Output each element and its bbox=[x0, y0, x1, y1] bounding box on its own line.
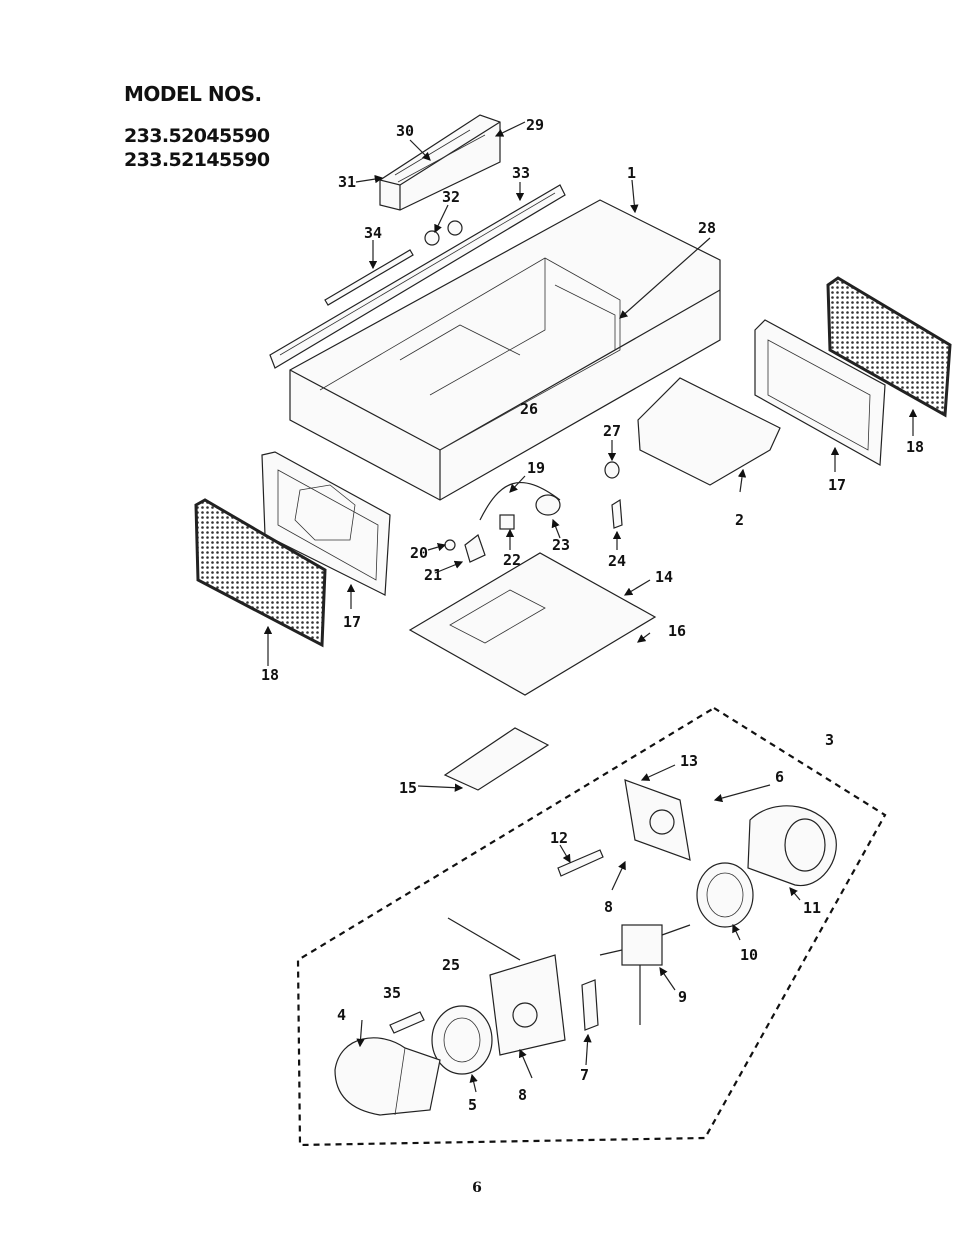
blower-housing-left bbox=[334, 1037, 441, 1116]
callout-17a: 17 bbox=[828, 476, 846, 494]
rod bbox=[447, 917, 521, 961]
filter-mesh-right bbox=[826, 276, 952, 418]
model-title: MODEL NOS. bbox=[124, 82, 262, 106]
model-number-1: 233.52045590 bbox=[124, 125, 270, 147]
callout-17b: 17 bbox=[343, 613, 361, 631]
callout-12: 12 bbox=[550, 829, 568, 847]
callout-30: 30 bbox=[396, 122, 414, 140]
hood-body bbox=[289, 199, 721, 501]
callout-33: 33 bbox=[512, 164, 530, 182]
callout-5: 5 bbox=[468, 1096, 477, 1114]
blower-wheel-right bbox=[696, 862, 754, 928]
callout-32: 32 bbox=[442, 188, 460, 206]
bracket bbox=[557, 849, 604, 877]
callout-14: 14 bbox=[655, 568, 673, 586]
callout-18a: 18 bbox=[906, 438, 924, 456]
callout-34: 34 bbox=[364, 224, 382, 242]
callout-18b: 18 bbox=[261, 666, 279, 684]
callout-35: 35 bbox=[383, 984, 401, 1002]
filter-frame-right bbox=[754, 319, 886, 466]
light-lens bbox=[443, 727, 550, 791]
callout-2: 2 bbox=[735, 511, 744, 529]
model-number-2: 233.52145590 bbox=[124, 149, 270, 171]
callout-25: 25 bbox=[442, 956, 460, 974]
motor bbox=[599, 924, 691, 1025]
callout-23: 23 bbox=[552, 536, 570, 554]
callout-13: 13 bbox=[680, 752, 698, 770]
damper-housing bbox=[379, 114, 501, 211]
callout-21: 21 bbox=[424, 566, 442, 584]
duct-cover bbox=[637, 377, 781, 486]
filler-strip bbox=[389, 1011, 425, 1034]
filter-frame-left bbox=[261, 451, 391, 596]
bottom-panel bbox=[408, 552, 657, 696]
callout-6: 6 bbox=[775, 768, 784, 786]
page-number: 6 bbox=[472, 1180, 482, 1196]
callout-31: 31 bbox=[338, 173, 356, 191]
motor-plate bbox=[624, 779, 691, 861]
electrical-parts bbox=[444, 461, 623, 563]
callout-1: 1 bbox=[627, 164, 636, 182]
callout-16: 16 bbox=[668, 622, 686, 640]
callout-24: 24 bbox=[608, 552, 626, 570]
callout-8a: 8 bbox=[604, 898, 613, 916]
blower-housing-right bbox=[747, 805, 837, 887]
knob-left bbox=[424, 230, 440, 246]
knob-right bbox=[447, 220, 463, 236]
callout-22: 22 bbox=[503, 551, 521, 569]
callout-labels: 1 2 3 4 5 6 7 8 8 9 10 11 12 13 14 15 16… bbox=[261, 116, 924, 1114]
side-bracket bbox=[581, 979, 599, 1031]
callout-27: 27 bbox=[603, 422, 621, 440]
callout-15: 15 bbox=[399, 779, 417, 797]
filter-mesh-left bbox=[194, 498, 327, 648]
callout-19: 19 bbox=[527, 459, 545, 477]
callout-29: 29 bbox=[526, 116, 544, 134]
blower-wheel-left bbox=[431, 1005, 493, 1075]
callout-28: 28 bbox=[698, 219, 716, 237]
callout-11: 11 bbox=[803, 899, 821, 917]
grille-strip bbox=[269, 184, 566, 369]
motor-plate-left bbox=[489, 954, 566, 1056]
trim-strip bbox=[324, 249, 414, 306]
callout-10: 10 bbox=[740, 946, 758, 964]
callout-26: 26 bbox=[520, 400, 538, 418]
model-header: MODEL NOS. 233.52045590 233.52145590 bbox=[124, 82, 270, 172]
callout-20: 20 bbox=[410, 544, 428, 562]
callout-7: 7 bbox=[580, 1066, 589, 1084]
callout-4: 4 bbox=[337, 1006, 346, 1024]
callout-3: 3 bbox=[825, 731, 834, 749]
blower-assembly-boundary bbox=[296, 706, 887, 1147]
callout-9: 9 bbox=[678, 988, 687, 1006]
callout-8b: 8 bbox=[518, 1086, 527, 1104]
leader-lines bbox=[263, 121, 918, 1093]
